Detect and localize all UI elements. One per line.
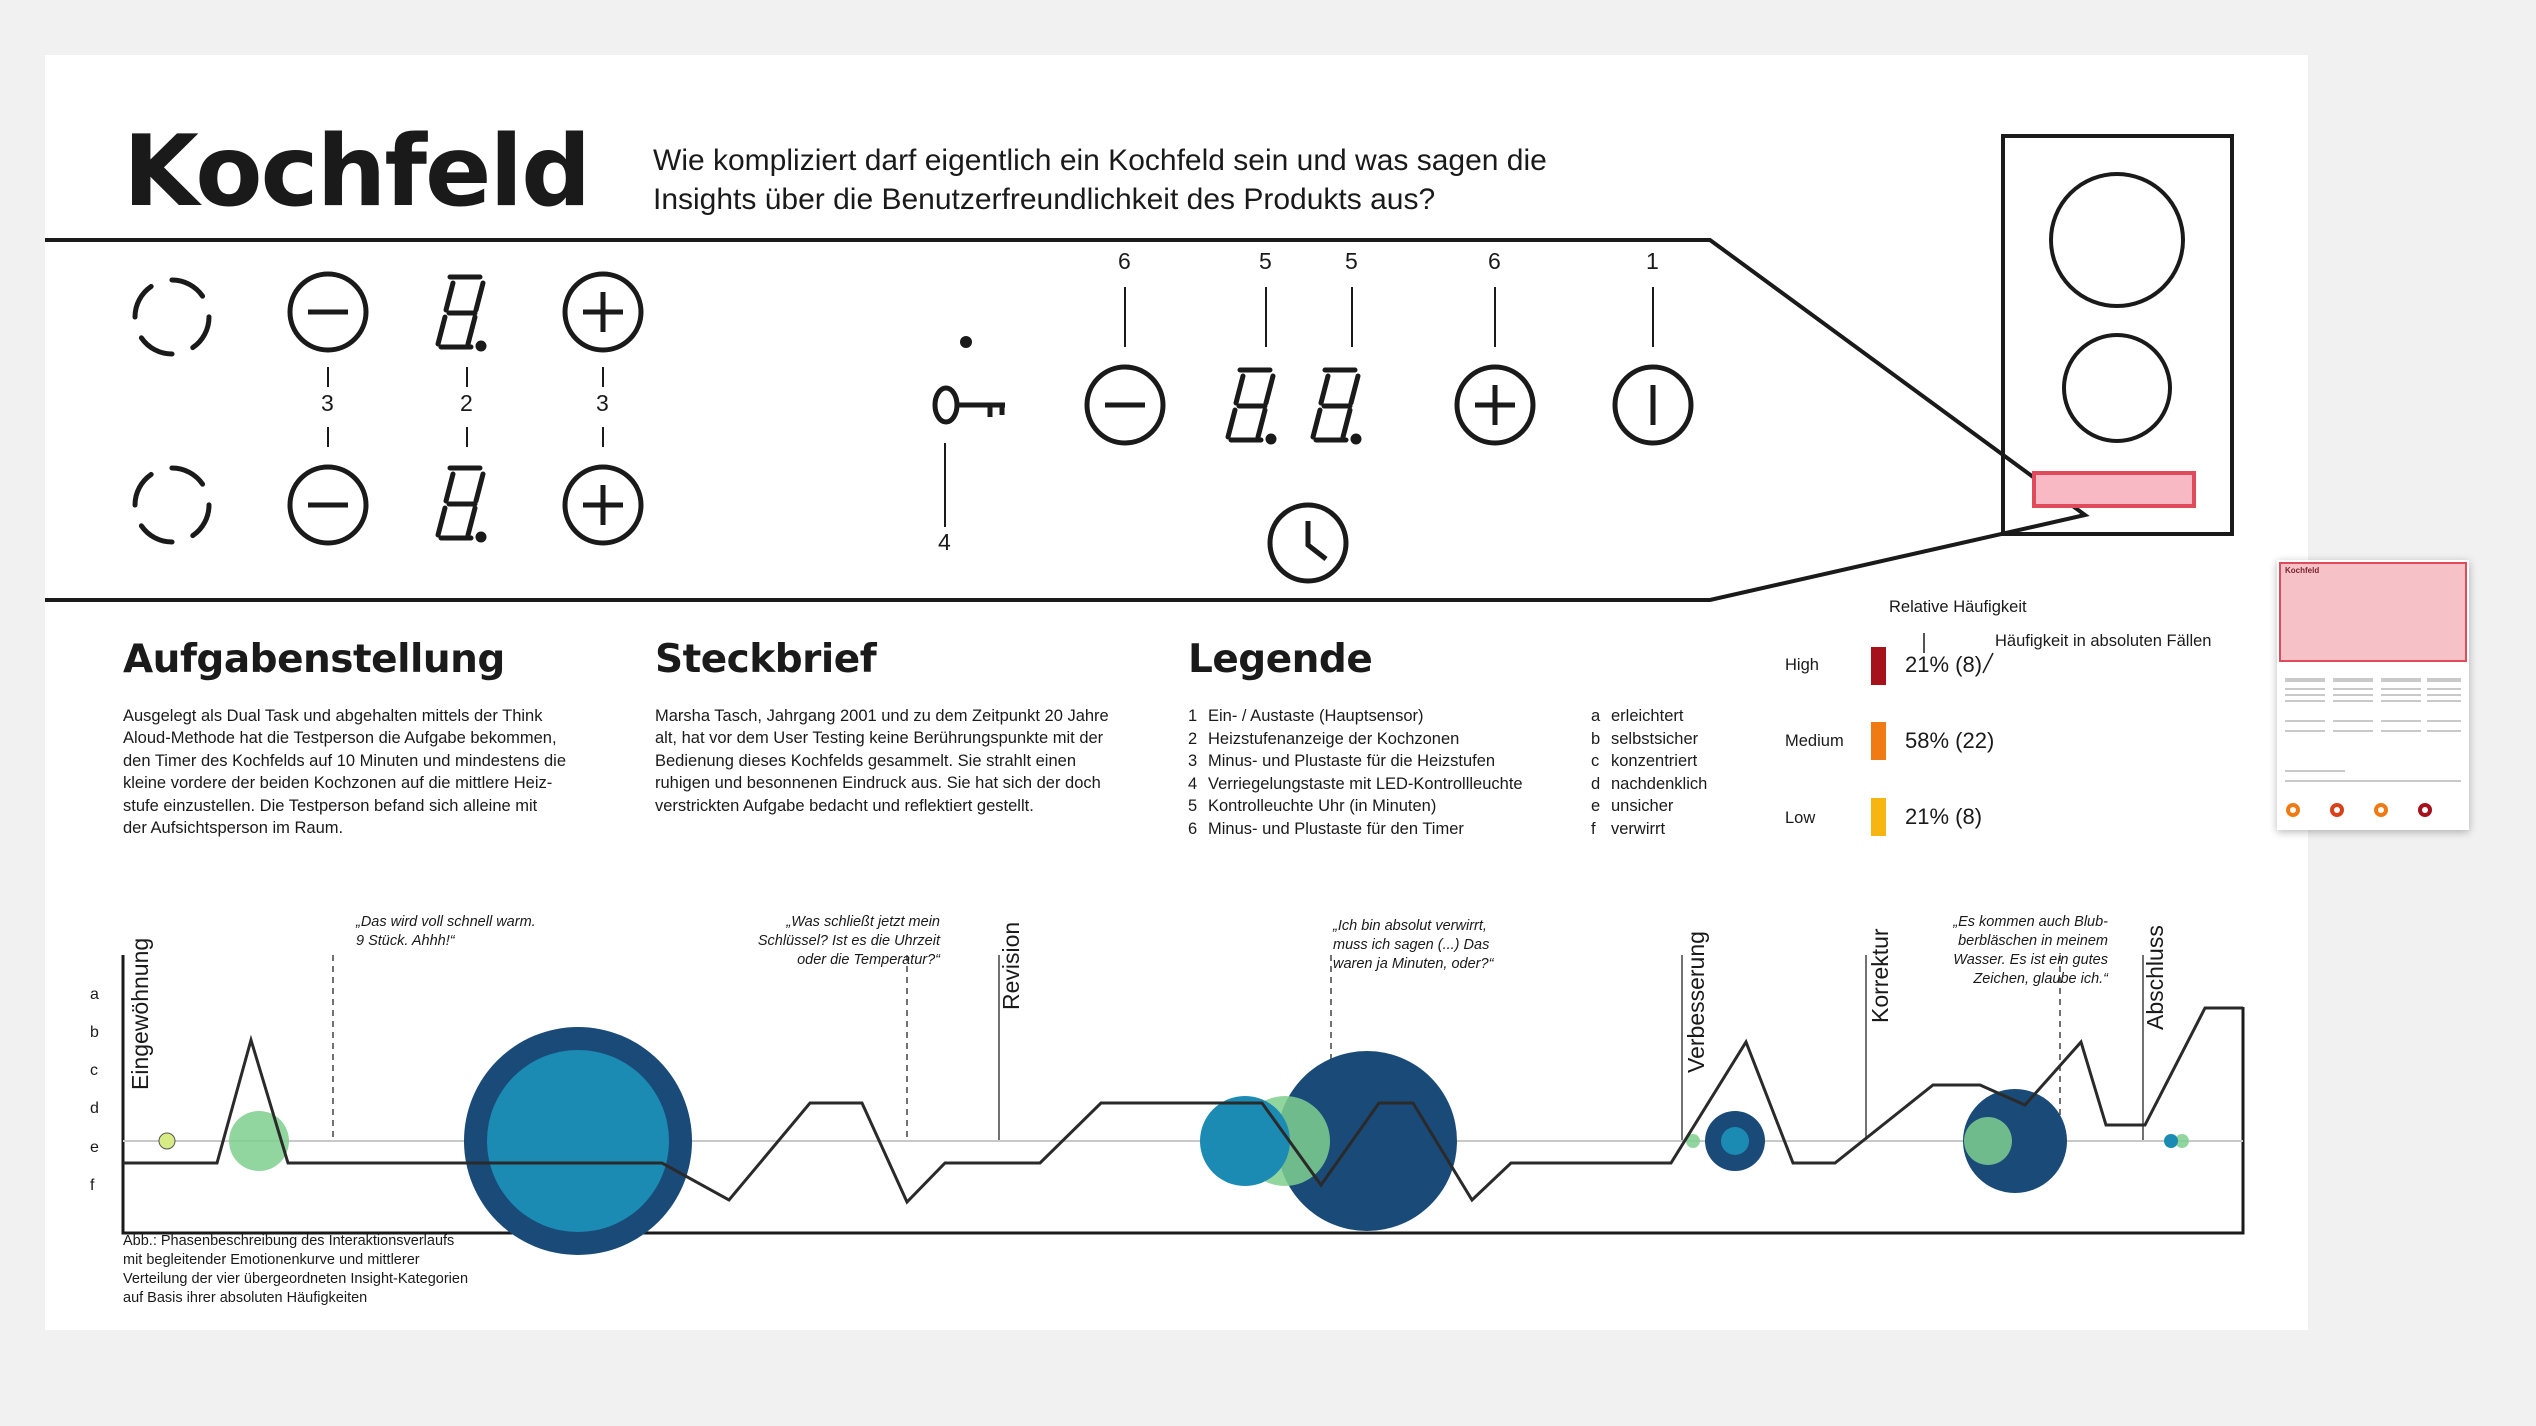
section-heading-aufgabe: Aufgabenstellung bbox=[123, 637, 505, 682]
power-icon[interactable] bbox=[1612, 364, 1694, 446]
frequency-value: 21% (8) bbox=[1905, 652, 1983, 677]
poster-thumbnail[interactable]: Kochfeld bbox=[2277, 560, 2469, 830]
cooktop-diagram-icon bbox=[2001, 134, 2234, 536]
control-number: 5 bbox=[1259, 248, 1272, 274]
frequency-value: 58% (22) bbox=[1905, 728, 1995, 753]
frequency-bar-medium bbox=[1871, 722, 1886, 760]
control-number: 2 bbox=[460, 390, 473, 416]
insight-bubble bbox=[2164, 1134, 2178, 1148]
frequency-bar-high bbox=[1871, 647, 1886, 685]
seven-segment-display-icon bbox=[1225, 367, 1362, 445]
frequency-level-label: Medium bbox=[1785, 732, 1844, 750]
poster-graphics bbox=[45, 134, 2245, 1255]
frequency-level-label: High bbox=[1785, 656, 1819, 674]
frequency-level-label: Low bbox=[1785, 809, 1816, 827]
timeline-frame bbox=[121, 955, 2245, 1235]
emotion-curve bbox=[123, 1006, 2243, 1205]
seven-segment-display-icon bbox=[435, 274, 487, 352]
absolute-frequency-label: Häufigkeit in absoluten Fällen bbox=[1995, 632, 2212, 650]
thumbnail-content bbox=[2285, 678, 2461, 817]
plus-icon[interactable] bbox=[562, 271, 644, 353]
section-text-steckbrief: Marsha Tasch, Jahrgang 2001 und zu dem Z… bbox=[655, 707, 1109, 815]
axis-level-label: a bbox=[90, 986, 99, 1003]
section-heading-steckbrief: Steckbrief bbox=[655, 637, 877, 682]
frequency-value: 21% (8) bbox=[1905, 804, 1983, 829]
phase-label: Verbesserung bbox=[1683, 931, 1709, 1073]
quote: „Das wird voll schnell warm. 9 Stück. Ah… bbox=[356, 914, 536, 950]
control-number: 3 bbox=[596, 390, 609, 416]
zone-selector-icon[interactable] bbox=[132, 277, 212, 357]
quote: „Ich bin absolut verwirrt, muss ich sage… bbox=[1333, 918, 1494, 973]
axis-level-label: d bbox=[90, 1100, 99, 1117]
axis-level-label: b bbox=[90, 1024, 99, 1041]
zone-selector-icon[interactable] bbox=[132, 465, 212, 545]
axis-level-label: c bbox=[90, 1062, 98, 1079]
insight-bubble bbox=[2175, 1134, 2189, 1148]
figure-caption: Abb.: Phasenbeschreibung des Interaktion… bbox=[123, 1233, 469, 1307]
phase-label: Eingewöhnung bbox=[127, 937, 153, 1090]
thumbnail-title: Kochfeld bbox=[2285, 566, 2320, 575]
insight-bubble bbox=[1963, 1089, 2067, 1193]
minus-icon[interactable] bbox=[287, 464, 369, 546]
control-number: 6 bbox=[1488, 248, 1501, 274]
page-subtitle: Wie kompliziert darf eigentlich ein Koch… bbox=[653, 144, 1547, 216]
insight-bubble bbox=[1686, 1134, 1700, 1148]
section-text-aufgabe: Ausgelegt als Dual Task und abgehalten m… bbox=[123, 707, 567, 838]
control-number: 5 bbox=[1345, 248, 1358, 274]
control-number: 3 bbox=[321, 390, 334, 416]
minus-icon[interactable] bbox=[287, 271, 369, 353]
phase-label: Revision bbox=[998, 921, 1024, 1010]
quote: „Was schließt jetzt mein Schlüssel? Ist … bbox=[757, 914, 940, 969]
insight-bubble bbox=[229, 1111, 289, 1171]
control-number: 1 bbox=[1646, 248, 1659, 274]
minus-icon[interactable] bbox=[1084, 364, 1166, 446]
thumbnail-highlight bbox=[2279, 562, 2467, 662]
insight-bubble bbox=[1721, 1127, 1749, 1155]
seven-segment-display-icon bbox=[435, 465, 487, 543]
phase-label: Abschluss bbox=[2142, 925, 2168, 1030]
section-heading-legende: Legende bbox=[1188, 637, 1373, 682]
relative-frequency-label: Relative Häufigkeit bbox=[1889, 598, 2027, 616]
insight-bubble bbox=[1964, 1117, 2012, 1165]
control-number: 4 bbox=[938, 529, 951, 555]
insight-bubble bbox=[487, 1050, 669, 1232]
control-number: 6 bbox=[1118, 248, 1131, 274]
clock-icon[interactable] bbox=[1267, 502, 1349, 584]
control-panel-outline bbox=[45, 238, 2090, 602]
poster: Kochfeld Wie kompliziert darf eigentlich… bbox=[45, 55, 2308, 1330]
quote: „Es kommen auch Blub- berbläschen in mei… bbox=[1953, 914, 2108, 988]
lock-key-icon[interactable] bbox=[932, 385, 1005, 425]
plus-icon[interactable] bbox=[562, 464, 644, 546]
axis-level-label: f bbox=[90, 1177, 95, 1194]
emotion-timeline-chart bbox=[121, 955, 2245, 1255]
insight-bubble bbox=[158, 1132, 176, 1150]
page-title: Kochfeld bbox=[123, 115, 591, 229]
plus-icon[interactable] bbox=[1454, 364, 1536, 446]
frequency-bar-low bbox=[1871, 798, 1886, 836]
axis-level-label: e bbox=[90, 1139, 99, 1156]
led-indicator bbox=[960, 336, 972, 348]
insight-bubble bbox=[1200, 1096, 1290, 1186]
